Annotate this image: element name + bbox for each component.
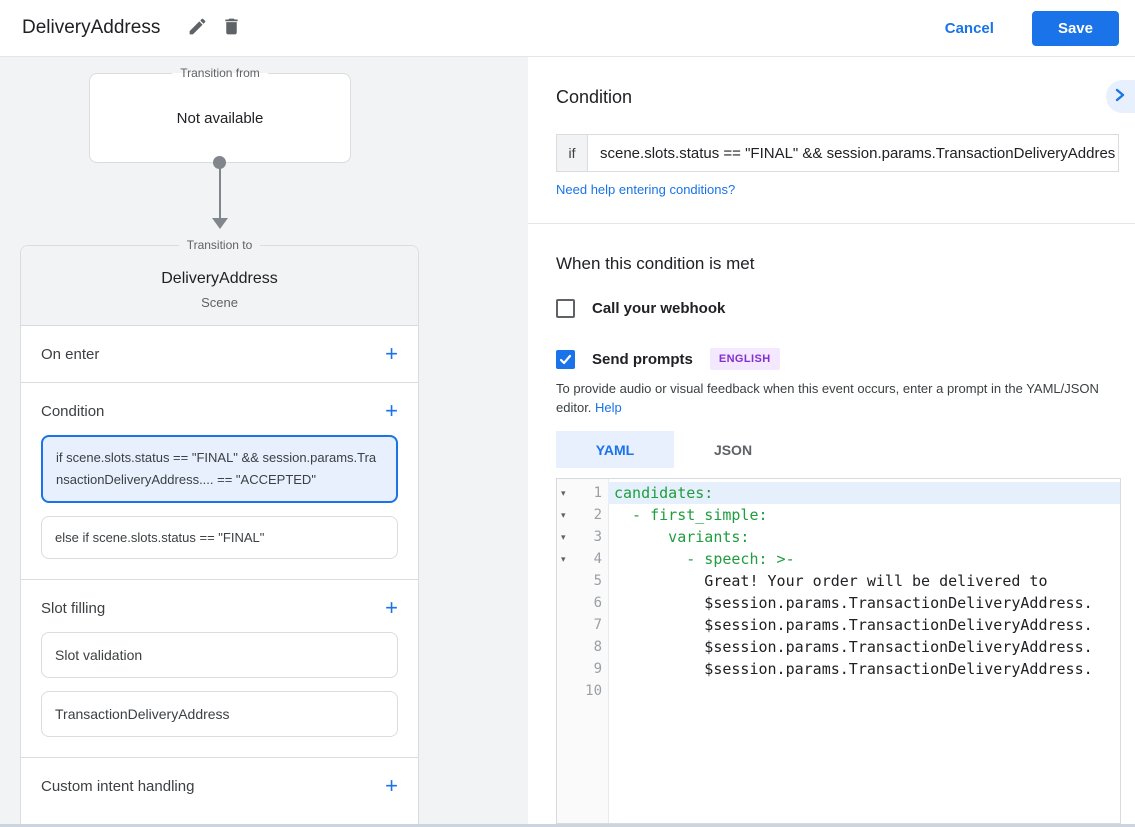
line-number: 10 [585, 683, 602, 699]
flow-connector-dot [213, 156, 226, 169]
scene-name: DeliveryAddress [161, 270, 278, 287]
webhook-label[interactable]: Call your webhook [592, 300, 726, 317]
line-number: 2 [593, 507, 602, 523]
condition-section: Condition + if scene.slots.status == "FI… [21, 382, 418, 579]
line-number: 9 [593, 661, 602, 677]
code-text: $session.params.TransactionDeliveryAddre… [614, 616, 1093, 634]
webhook-checkbox[interactable] [556, 299, 575, 318]
code-text [608, 680, 1120, 702]
delete-scene-button[interactable] [214, 11, 248, 45]
editor-format-tabs: YAML JSON [556, 431, 792, 468]
send-prompts-checkbox[interactable] [556, 349, 575, 369]
trash-icon [221, 16, 242, 40]
editor-line[interactable]: ▾ 1 candidates: [557, 482, 1120, 504]
language-badge: ENGLISH [709, 348, 780, 370]
line-number: 4 [593, 551, 602, 567]
line-number: 3 [593, 529, 602, 545]
editor-line[interactable]: 5 Great! Your order will be delivered to [557, 570, 1120, 592]
tab-json[interactable]: JSON [713, 441, 753, 458]
on-enter-section[interactable]: On enter + [21, 325, 418, 382]
condition-help-link[interactable]: Need help entering conditions? [556, 182, 736, 197]
when-met-heading: When this condition is met [556, 254, 755, 273]
editor-line[interactable]: 7 $session.params.TransactionDeliveryAdd… [557, 614, 1120, 636]
custom-intent-label: Custom intent handling [41, 777, 195, 795]
add-slot-button[interactable]: + [385, 595, 398, 620]
cancel-button[interactable]: Cancel [944, 19, 994, 37]
collapse-panel-button[interactable] [1106, 80, 1135, 113]
line-number: 5 [593, 573, 602, 589]
flow-arrowhead-icon [212, 218, 228, 229]
fold-arrow-icon[interactable]: ▾ [561, 509, 566, 520]
checkmark-icon [559, 353, 572, 366]
code-text: - speech: >- [614, 550, 795, 568]
custom-intent-section[interactable]: Custom intent handling + [21, 757, 418, 814]
line-number: 1 [593, 485, 602, 501]
condition-section-label: Condition [41, 402, 105, 420]
fold-arrow-icon[interactable]: ▾ [561, 553, 566, 564]
on-enter-label: On enter [41, 345, 100, 363]
line-number: 8 [593, 639, 602, 655]
code-text: Great! Your order will be delivered to [614, 572, 1048, 590]
scene-flow-panel: Transition from Not available Transition… [0, 57, 528, 825]
code-text: $session.params.TransactionDeliveryAddre… [614, 638, 1093, 656]
condition-item-selected[interactable]: if scene.slots.status == "FINAL" && sess… [41, 435, 398, 503]
transition-to-legend: Transition to [178, 238, 261, 252]
help-link[interactable]: Help [595, 400, 622, 415]
code-text: variants: [614, 528, 750, 546]
main-content: Transition from Not available Transition… [0, 57, 1135, 825]
section-divider [528, 223, 1135, 224]
editor-line[interactable]: ▾ 2 - first_simple: [557, 504, 1120, 526]
scene-type-label: Scene [201, 295, 238, 310]
transition-from-legend: Transition from [172, 66, 268, 80]
scene-card-header: DeliveryAddress Scene [21, 246, 418, 325]
add-condition-button[interactable]: + [385, 398, 398, 423]
chevron-right-icon [1113, 88, 1127, 105]
editor-line[interactable]: 9 $session.params.TransactionDeliveryAdd… [557, 658, 1120, 680]
slot-validation-item[interactable]: Slot validation [41, 632, 398, 678]
pencil-icon [187, 16, 208, 40]
condition-expression-row: if scene.slots.status == "FINAL" && sess… [556, 134, 1119, 172]
condition-expression-input[interactable]: scene.slots.status == "FINAL" && session… [600, 144, 1116, 162]
editor-line[interactable]: 10 [557, 680, 1120, 702]
condition-item[interactable]: else if scene.slots.status == "FINAL" [41, 516, 398, 559]
fold-arrow-icon[interactable]: ▾ [561, 531, 566, 542]
app-header: DeliveryAddress Cancel Save [0, 0, 1135, 57]
prompt-description: To provide audio or visual feedback when… [556, 379, 1126, 417]
scene-card: Transition to DeliveryAddress Scene On e… [20, 238, 419, 825]
webhook-row: Call your webhook [556, 299, 725, 318]
line-number: 7 [593, 617, 602, 633]
transition-from-value: Not available [176, 110, 264, 127]
fold-arrow-icon[interactable]: ▾ [561, 487, 566, 498]
editor-line[interactable]: 6 $session.params.TransactionDeliveryAdd… [557, 592, 1120, 614]
prompt-description-text: To provide audio or visual feedback when… [556, 381, 1099, 415]
tab-yaml[interactable]: YAML [556, 431, 674, 468]
slot-item[interactable]: TransactionDeliveryAddress [41, 691, 398, 737]
condition-panel-heading: Condition [556, 87, 633, 107]
flow-connector-line [219, 163, 221, 220]
transition-from-box: Transition from Not available [89, 66, 351, 163]
if-prefix-label: if [557, 135, 588, 171]
send-prompts-label[interactable]: Send prompts [592, 350, 693, 368]
editor-line[interactable]: ▾ 4 - speech: >- [557, 548, 1120, 570]
edit-title-button[interactable] [180, 11, 214, 45]
add-on-enter-button[interactable]: + [385, 341, 398, 366]
code-text: $session.params.TransactionDeliveryAddre… [614, 660, 1093, 678]
code-text: candidates: [608, 482, 1120, 504]
save-button[interactable]: Save [1031, 10, 1119, 46]
send-prompts-row: Send prompts ENGLISH [556, 348, 780, 370]
code-text: $session.params.TransactionDeliveryAddre… [614, 594, 1093, 612]
slot-filling-label: Slot filling [41, 599, 106, 617]
line-number: 6 [593, 595, 602, 611]
editor-line[interactable]: 8 $session.params.TransactionDeliveryAdd… [557, 636, 1120, 658]
code-text: - first_simple: [614, 506, 768, 524]
add-custom-intent-button[interactable]: + [385, 773, 398, 798]
editor-line[interactable]: ▾ 3 variants: [557, 526, 1120, 548]
condition-detail-panel: Condition if scene.slots.status == "FINA… [528, 57, 1135, 825]
yaml-code-editor[interactable]: ▾ 1 candidates: ▾ 2 - first_simple: ▾ 3 … [556, 478, 1121, 824]
slot-filling-section: Slot filling + Slot validation Transacti… [21, 579, 418, 757]
page-title: DeliveryAddress [22, 17, 161, 38]
horizontal-scrollbar[interactable] [0, 824, 1135, 827]
